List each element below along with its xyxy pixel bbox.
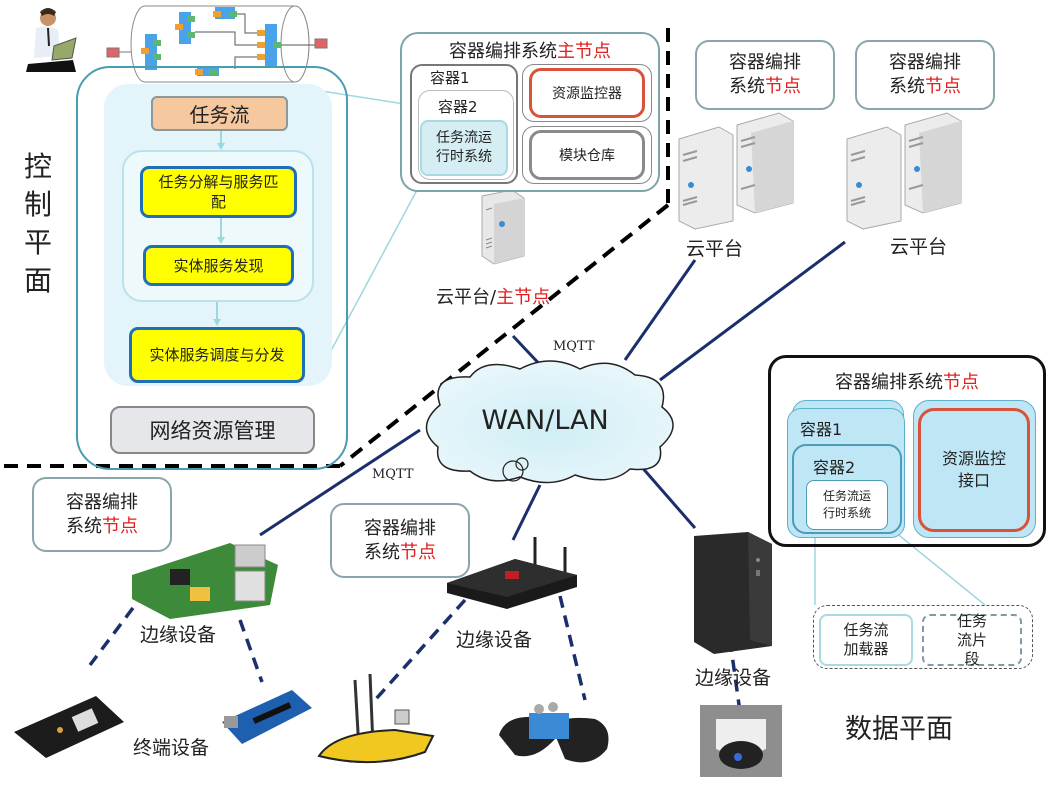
master-node-caption: 云平台/主节点 [436, 287, 551, 308]
edge-node-detail-panel [768, 355, 1046, 547]
network-cloud-icon [410, 355, 680, 490]
step-service-dispatch: 实体服务调度与分发 [129, 327, 305, 383]
edge-device-caption-pi: 边缘设备 [140, 624, 217, 646]
step-service-discovery: 实体服务发现 [143, 245, 294, 286]
protocol-label-left: MQTT [372, 467, 414, 482]
container-1-label: 容器1 [800, 420, 843, 439]
task-flow-title: 任务流 [151, 96, 288, 131]
module-repo-frame [522, 126, 652, 184]
arrow-down-icon [213, 302, 221, 327]
container-2 [418, 90, 514, 180]
control-plane-panel [76, 66, 348, 470]
cloud-node-bubble-2: 容器编排 系统节点 [855, 40, 995, 110]
resource-monitor-interface: 资源监控接口 [918, 408, 1030, 532]
cloud-platform-caption-2: 云平台 [890, 236, 948, 258]
cloud-node-bubble-1: 容器编排 系统节点 [695, 40, 835, 110]
tracked-robot-icon [495, 695, 615, 770]
workflow-pipeline-diagram [105, 2, 330, 84]
terminal-device-caption: 终端设备 [133, 737, 210, 759]
server-tower-icon [675, 105, 795, 230]
link-cloud2 [659, 240, 846, 382]
desktop-pc-icon [692, 530, 774, 655]
module-repository: 模块仓库 [529, 130, 645, 180]
container-1-label: 容器1 [430, 69, 470, 87]
network-cloud-label: WAN/LAN [481, 405, 609, 436]
container-2-label: 容器2 [438, 98, 478, 116]
edge-node-bubble-pi: 容器编排 系统节点 [32, 477, 172, 552]
runtime-system: 任务流运行时系统 [420, 120, 508, 176]
network-resource-management: 网络资源管理 [110, 406, 315, 454]
resource-monitor: 资源监控器 [529, 68, 645, 118]
control-plane-label: 控制平面 [24, 150, 53, 297]
arduino-board-icon [218, 682, 313, 757]
protocol-label-top: MQTT [553, 339, 595, 354]
link-edge-router [511, 484, 542, 541]
arrow-down-icon [217, 218, 225, 245]
unmanned-boat-icon [315, 670, 440, 770]
task-flow-loader: 任务流加载器 [819, 614, 913, 666]
edge-node-bubble-router: 容器编排 系统节点 [330, 503, 470, 578]
task-flow-fragment: 任务流片段 [922, 612, 1022, 668]
nodemcu-board-icon [10, 682, 125, 762]
link-edge-pi [259, 428, 421, 537]
edge-node-detail-title: 容器编排系统节点 [835, 372, 979, 393]
container-2-label: 容器2 [813, 458, 856, 477]
server-tower-icon [478, 189, 526, 265]
resource-monitor-frame [522, 64, 652, 122]
dome-camera-icon [700, 705, 782, 777]
link-cloud1 [623, 259, 697, 361]
link-edge-pc [638, 464, 697, 529]
step-task-decomposition: 任务分解与服务匹配 [140, 166, 297, 218]
edge-router-icon [445, 535, 580, 610]
edge-device-caption-router: 边缘设备 [456, 629, 533, 651]
runtime-system: 任务流运行时系统 [806, 480, 888, 530]
data-plane-label: 数据平面 [845, 714, 953, 745]
arrow-down-icon [217, 131, 225, 151]
container-1 [410, 64, 518, 184]
edge-device-caption-pc: 边缘设备 [695, 667, 772, 689]
user-with-laptop-icon [18, 6, 80, 74]
raspberry-pi-icon [130, 535, 280, 620]
server-tower-icon [843, 105, 963, 230]
task-flow-components-panel [813, 605, 1033, 669]
master-node-title: 容器编排系统主节点 [449, 41, 611, 62]
cloud-platform-caption-1: 云平台 [686, 238, 744, 260]
